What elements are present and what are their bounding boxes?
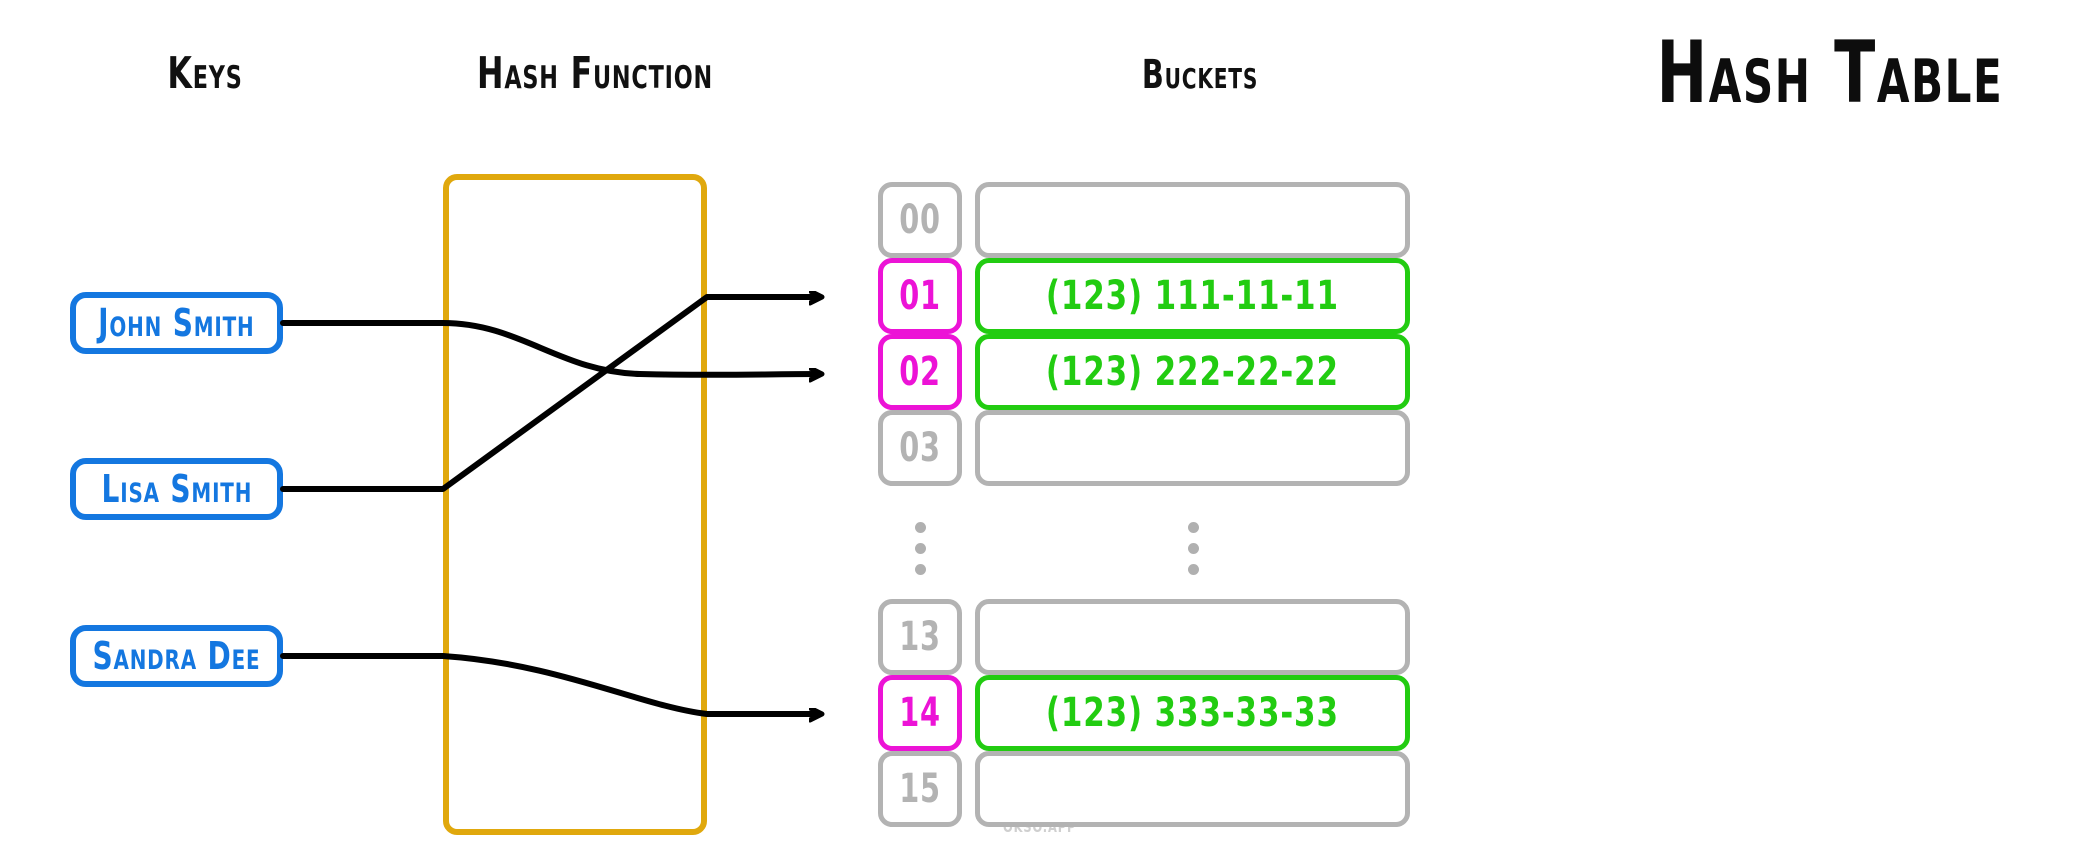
key-box-lisa-smith[interactable]: Lisa Smith	[70, 458, 283, 520]
bucket-index-label: 13	[899, 614, 941, 660]
bucket-index-label: 03	[899, 425, 941, 471]
bucket-value-00[interactable]	[975, 182, 1410, 258]
column-heading-buckets: Buckets	[1141, 52, 1259, 98]
bucket-index-14[interactable]: 14	[878, 675, 962, 751]
hash-function-box	[443, 174, 707, 835]
bucket-index-13[interactable]: 13	[878, 599, 962, 675]
bucket-value-01[interactable]: (123) 111-11-11	[975, 258, 1410, 334]
bucket-index-label: 15	[899, 766, 941, 812]
bucket-index-label: 00	[899, 197, 941, 243]
bucket-index-label: 14	[899, 690, 941, 736]
bucket-index-label: 02	[899, 349, 941, 395]
ellipsis-icon-index	[915, 522, 926, 575]
key-box-john-smith[interactable]: John Smith	[70, 292, 283, 354]
key-label: Lisa Smith	[101, 467, 252, 511]
bucket-value-15[interactable]	[975, 751, 1410, 827]
bucket-index-00[interactable]: 00	[878, 182, 962, 258]
bucket-index-15[interactable]: 15	[878, 751, 962, 827]
bucket-value-label: (123) 111-11-11	[1046, 273, 1339, 319]
bucket-index-label: 01	[899, 273, 941, 319]
bucket-value-02[interactable]: (123) 222-22-22	[975, 334, 1410, 410]
bucket-index-01[interactable]: 01	[878, 258, 962, 334]
bucket-value-03[interactable]	[975, 410, 1410, 486]
column-heading-hash-function: Hash Function	[477, 48, 713, 99]
ellipsis-icon-value	[1188, 522, 1199, 575]
key-label: Sandra Dee	[92, 634, 261, 678]
key-label: John Smith	[98, 301, 255, 345]
key-box-sandra-dee[interactable]: Sandra Dee	[70, 625, 283, 687]
bucket-index-02[interactable]: 02	[878, 334, 962, 410]
bucket-index-03[interactable]: 03	[878, 410, 962, 486]
bucket-value-14[interactable]: (123) 333-33-33	[975, 675, 1410, 751]
bucket-value-label: (123) 222-22-22	[1046, 349, 1339, 395]
bucket-value-label: (123) 333-33-33	[1046, 690, 1339, 736]
column-heading-keys: Keys	[167, 48, 243, 99]
page-title: Hash Table	[1656, 23, 2004, 123]
bucket-value-13[interactable]	[975, 599, 1410, 675]
